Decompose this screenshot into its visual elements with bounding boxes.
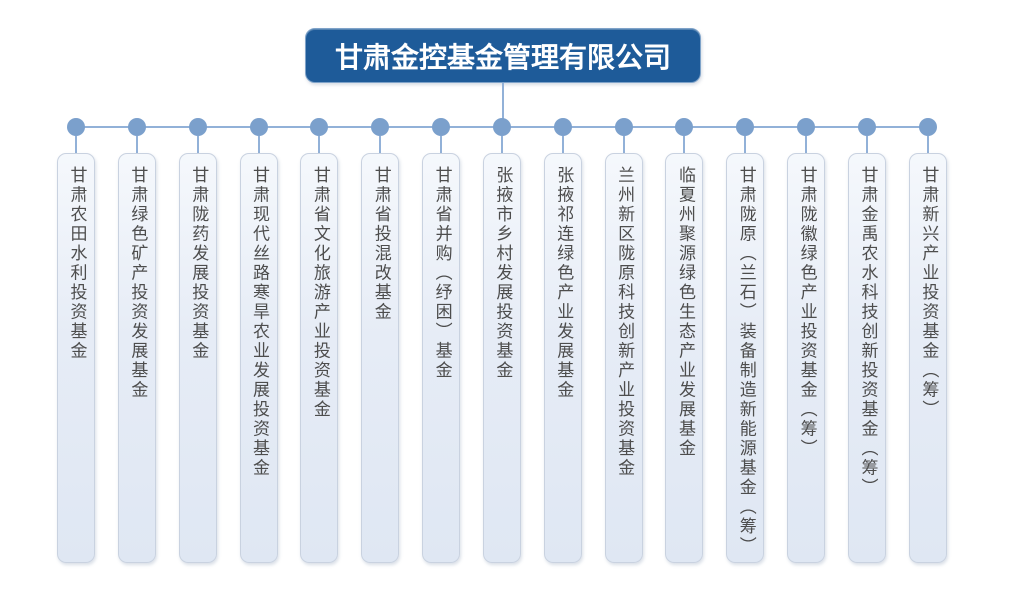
connector-dot bbox=[614, 118, 633, 136]
connector-stub bbox=[622, 136, 625, 153]
fund-node: 甘肃现代丝路寒旱农业发展投资基金 bbox=[239, 153, 278, 563]
fund-node: 临夏州聚源绿色生态产业发展基金 bbox=[665, 153, 704, 563]
root-company-title: 甘肃金控基金管理有限公司 bbox=[334, 40, 671, 74]
root-connector-stem bbox=[502, 83, 504, 127]
connector-stub bbox=[926, 136, 929, 153]
fund-node-label: 兰州新区陇原科技创新产业投资基金 bbox=[614, 166, 635, 478]
connector-stub bbox=[805, 136, 808, 153]
fund-column: 兰州新区陇原科技创新产业投资基金 bbox=[604, 118, 643, 563]
connector-stub bbox=[257, 136, 260, 153]
connector-dot bbox=[675, 118, 694, 136]
fund-node-label: 甘肃现代丝路寒旱农业发展投资基金 bbox=[249, 166, 270, 478]
fund-column: 张掖祁连绿色产业发展基金 bbox=[543, 118, 582, 563]
fund-node-label: 甘肃绿色矿产投资发展基金 bbox=[127, 166, 148, 400]
connector-stub bbox=[744, 136, 747, 153]
fund-node: 张掖祁连绿色产业发展基金 bbox=[543, 153, 582, 563]
fund-column: 甘肃绿色矿产投资发展基金 bbox=[117, 118, 156, 563]
connector-stub bbox=[683, 136, 686, 153]
connector-dot bbox=[736, 118, 755, 136]
fund-column: 甘肃陇原（兰石）装备制造新能源基金（筹） bbox=[726, 118, 765, 563]
fund-column: 甘肃金禹农水科技创新投资基金（筹） bbox=[847, 118, 886, 563]
connector-stub bbox=[440, 136, 443, 153]
fund-column: 甘肃现代丝路寒旱农业发展投资基金 bbox=[239, 118, 278, 563]
fund-node-label: 甘肃省投混改基金 bbox=[370, 166, 391, 322]
fund-node: 甘肃绿色矿产投资发展基金 bbox=[117, 153, 156, 563]
connector-dot bbox=[553, 118, 572, 136]
fund-node: 甘肃金禹农水科技创新投资基金（筹） bbox=[847, 153, 886, 563]
connector-stub bbox=[318, 136, 321, 153]
fund-node-label: 临夏州聚源绿色生态产业发展基金 bbox=[674, 166, 695, 459]
fund-node: 张掖市乡村发展投资基金 bbox=[482, 153, 521, 563]
fund-node-label: 甘肃陇药发展投资基金 bbox=[188, 166, 209, 361]
fund-node-label: 甘肃农田水利投资基金 bbox=[66, 166, 87, 361]
connector-stub bbox=[561, 136, 564, 153]
connector-dot bbox=[188, 118, 207, 136]
connector-dot bbox=[432, 118, 451, 136]
fund-node-label: 甘肃省文化旅游产业投资基金 bbox=[309, 166, 330, 420]
fund-node-label: 甘肃陇徽绿色产业投资基金（筹） bbox=[796, 166, 817, 459]
fund-node-label: 甘肃金禹农水科技创新投资基金（筹） bbox=[857, 166, 878, 498]
fund-node-label: 甘肃陇原（兰石）装备制造新能源基金（筹） bbox=[735, 166, 756, 556]
fund-node-label: 甘肃省并购（纾困）基金 bbox=[431, 166, 452, 381]
fund-column: 甘肃省投混改基金 bbox=[361, 118, 400, 563]
fund-column: 甘肃省并购（纾困）基金 bbox=[422, 118, 461, 563]
connector-stub bbox=[75, 136, 77, 153]
connector-dot bbox=[797, 118, 816, 136]
connector-dot bbox=[127, 118, 146, 136]
fund-column: 甘肃新兴产业投资基金（筹） bbox=[908, 118, 947, 563]
connector-dot bbox=[310, 118, 329, 136]
connector-stub bbox=[135, 136, 138, 153]
fund-column: 临夏州聚源绿色生态产业发展基金 bbox=[665, 118, 704, 563]
fund-node: 甘肃陇徽绿色产业投资基金（筹） bbox=[787, 153, 826, 563]
connector-dot bbox=[67, 118, 85, 136]
fund-node: 兰州新区陇原科技创新产业投资基金 bbox=[604, 153, 643, 563]
fund-column: 甘肃陇徽绿色产业投资基金（筹） bbox=[787, 118, 826, 563]
fund-node: 甘肃省并购（纾困）基金 bbox=[422, 153, 461, 563]
connector-stub bbox=[500, 136, 503, 153]
fund-node: 甘肃农田水利投资基金 bbox=[57, 153, 95, 563]
fund-column: 甘肃农田水利投资基金 bbox=[57, 118, 95, 563]
connector-dot bbox=[249, 118, 268, 136]
connector-stub bbox=[196, 136, 199, 153]
fund-node: 甘肃陇药发展投资基金 bbox=[178, 153, 217, 563]
root-company-node: 甘肃金控基金管理有限公司 bbox=[305, 28, 701, 83]
connector-stub bbox=[865, 136, 868, 153]
fund-node: 甘肃省投混改基金 bbox=[361, 153, 400, 563]
fund-columns: 甘肃农田水利投资基金 甘肃绿色矿产投资发展基金 甘肃陇药发展投资基金 甘肃现代丝… bbox=[57, 118, 947, 563]
fund-node: 甘肃省文化旅游产业投资基金 bbox=[300, 153, 339, 563]
connector-dot bbox=[492, 118, 511, 136]
fund-node: 甘肃新兴产业投资基金（筹） bbox=[908, 153, 947, 563]
connector-dot bbox=[857, 118, 876, 136]
fund-node: 甘肃陇原（兰石）装备制造新能源基金（筹） bbox=[726, 153, 765, 563]
fund-column: 甘肃陇药发展投资基金 bbox=[178, 118, 217, 563]
fund-node-label: 张掖市乡村发展投资基金 bbox=[492, 166, 513, 381]
connector-dot bbox=[371, 118, 390, 136]
fund-node-label: 甘肃新兴产业投资基金（筹） bbox=[918, 166, 939, 420]
connector-stub bbox=[379, 136, 382, 153]
fund-column: 张掖市乡村发展投资基金 bbox=[482, 118, 521, 563]
connector-dot bbox=[918, 118, 937, 136]
fund-column: 甘肃省文化旅游产业投资基金 bbox=[300, 118, 339, 563]
fund-node-label: 张掖祁连绿色产业发展基金 bbox=[553, 166, 574, 400]
